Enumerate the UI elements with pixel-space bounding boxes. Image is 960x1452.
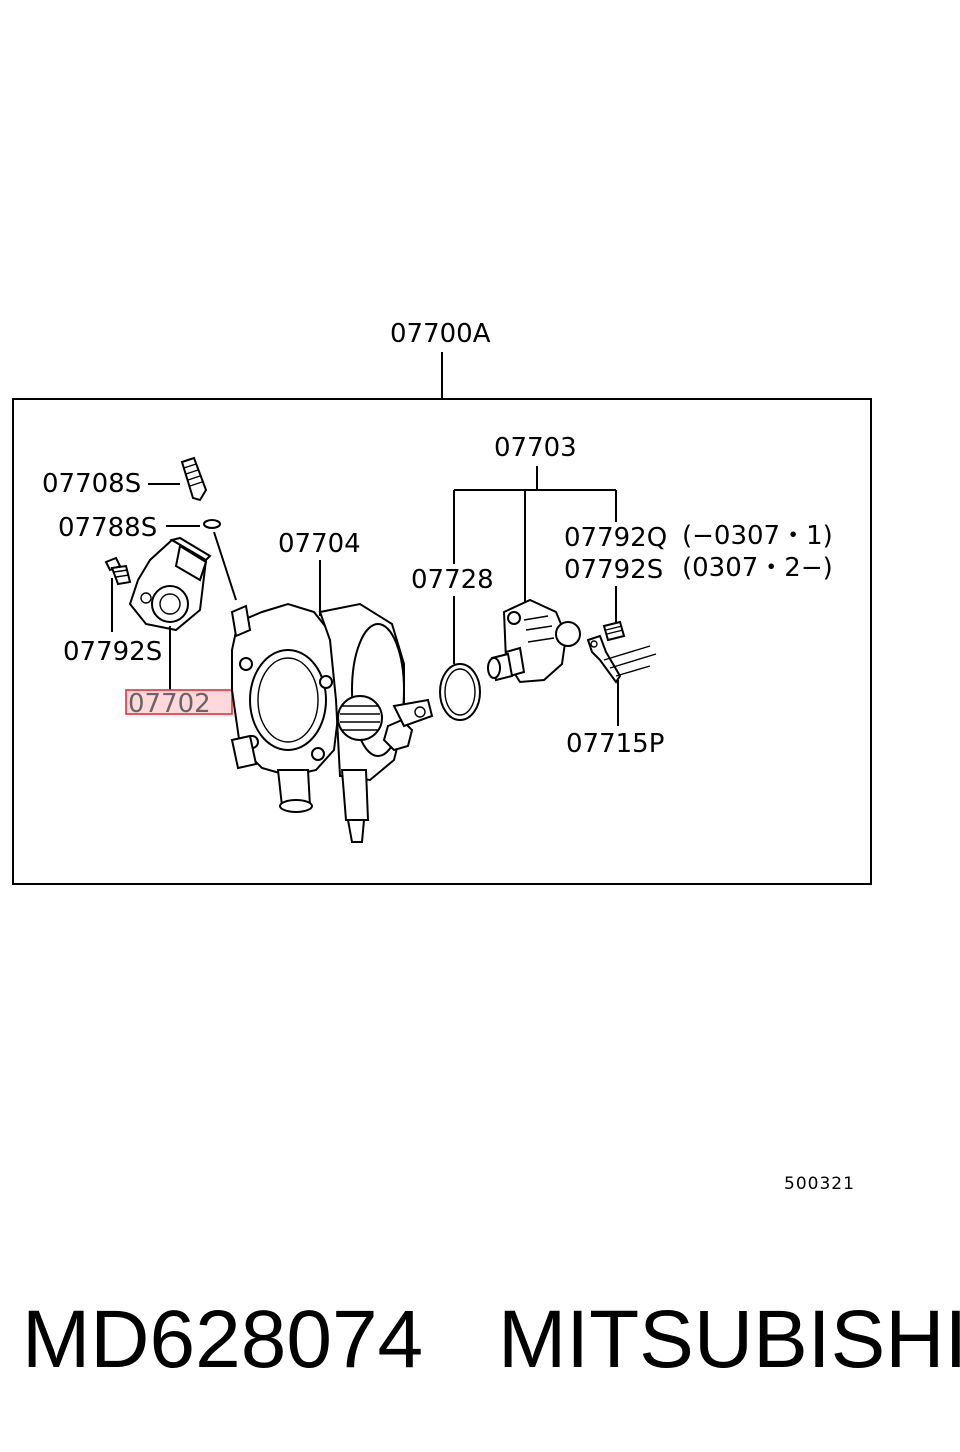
sensor-07702-drawing: [128, 536, 212, 632]
leader-07788s-body: [213, 531, 237, 601]
parts-diagram: 07700A 07708S 07788S 07792S 07702: [12, 319, 872, 1194]
screw-07792s-left-drawing: [104, 556, 132, 586]
callout-07715p[interactable]: 07715P: [566, 729, 664, 759]
note-07792s: (0307・2−): [682, 553, 833, 583]
assembly-frame: [12, 398, 872, 885]
assembly-label: 07700A: [390, 319, 491, 349]
oring-07728-drawing: [439, 663, 481, 721]
oring-07788s-drawing: [203, 519, 221, 529]
brand-name: MITSUBISHI: [498, 1294, 960, 1385]
callout-07792s-right[interactable]: 07792S: [564, 555, 663, 585]
callout-07708s[interactable]: 07708S: [42, 469, 141, 499]
note-07792q: (−0307・1): [682, 521, 833, 551]
reference-code: 500321: [784, 1174, 855, 1194]
footer: MD628074 MITSUBISHI: [0, 1290, 960, 1390]
callout-07792q[interactable]: 07792Q: [564, 523, 667, 553]
callout-07728[interactable]: 07728: [411, 565, 494, 595]
bracket-07715p-drawing: [586, 634, 657, 684]
callout-07788s[interactable]: 07788S: [58, 513, 157, 543]
throttle-body-07704-drawing: [230, 602, 434, 843]
plug-07708s-drawing: [180, 456, 208, 502]
part-number: MD628074: [22, 1294, 424, 1385]
isc-motor-drawing: [487, 598, 581, 684]
callout-07703[interactable]: 07703: [494, 433, 577, 463]
callout-07702-highlight[interactable]: [125, 689, 233, 715]
callout-07702[interactable]: 07702: [128, 689, 211, 719]
callout-07704[interactable]: 07704: [278, 529, 361, 559]
screw-07792s-right-drawing: [602, 620, 626, 642]
callout-07792s-left[interactable]: 07792S: [63, 637, 162, 667]
